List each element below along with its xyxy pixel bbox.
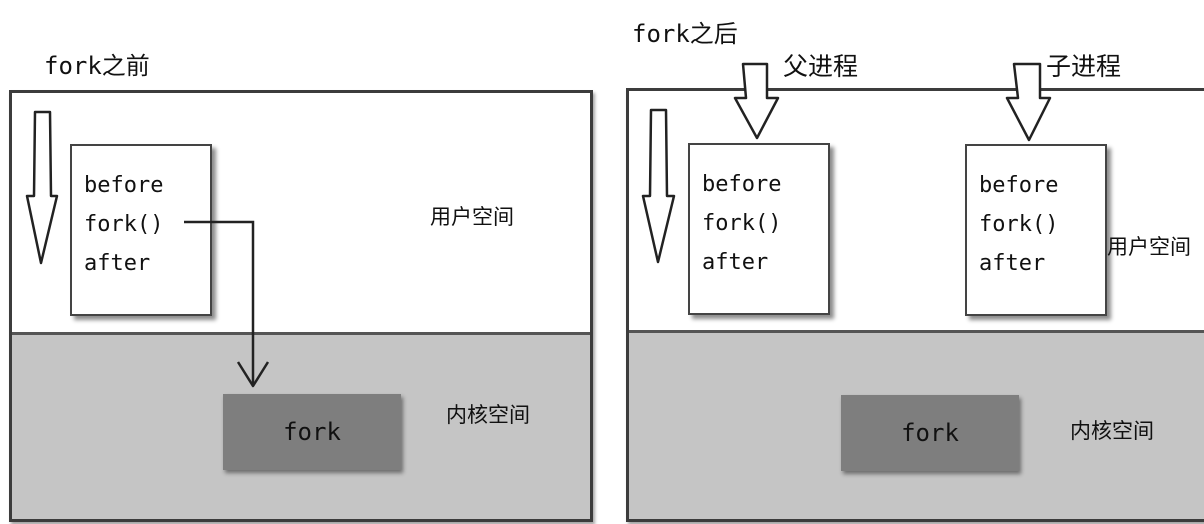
before-fork-title: fork之前 bbox=[44, 52, 150, 80]
child-process-label: 子进程 bbox=[1046, 52, 1122, 81]
code-line-after: after bbox=[84, 251, 151, 276]
code-line-before: before bbox=[979, 173, 1059, 198]
code-line-fork: fork() bbox=[979, 212, 1059, 237]
kernel-fork-label: fork bbox=[283, 418, 341, 446]
kernel-fork-box: fork bbox=[841, 395, 1019, 471]
code-line-fork: fork() bbox=[84, 212, 164, 237]
code-line-after: after bbox=[702, 250, 769, 275]
code-line-after: after bbox=[979, 251, 1046, 276]
parent-process-code-box: before fork() after bbox=[688, 143, 830, 315]
kernel-fork-box: fork bbox=[223, 394, 401, 470]
kernel-fork-label: fork bbox=[901, 419, 959, 447]
kernel-space-label: 内核空间 bbox=[1070, 419, 1154, 443]
user-space-label: 用户空间 bbox=[430, 205, 514, 229]
after-fork-panel bbox=[626, 88, 1204, 522]
code-line-fork: fork() bbox=[702, 211, 782, 236]
kernel-space-label: 内核空间 bbox=[446, 403, 530, 427]
code-line-before: before bbox=[702, 172, 782, 197]
code-line-before: before bbox=[84, 173, 164, 198]
after-fork-title: fork之后 bbox=[632, 20, 738, 48]
parent-process-label: 父进程 bbox=[783, 52, 859, 81]
child-process-code-box: before fork() after bbox=[965, 144, 1107, 316]
process-code-box: before fork() after bbox=[70, 144, 212, 316]
user-space-label: 用户空间 bbox=[1107, 235, 1191, 259]
